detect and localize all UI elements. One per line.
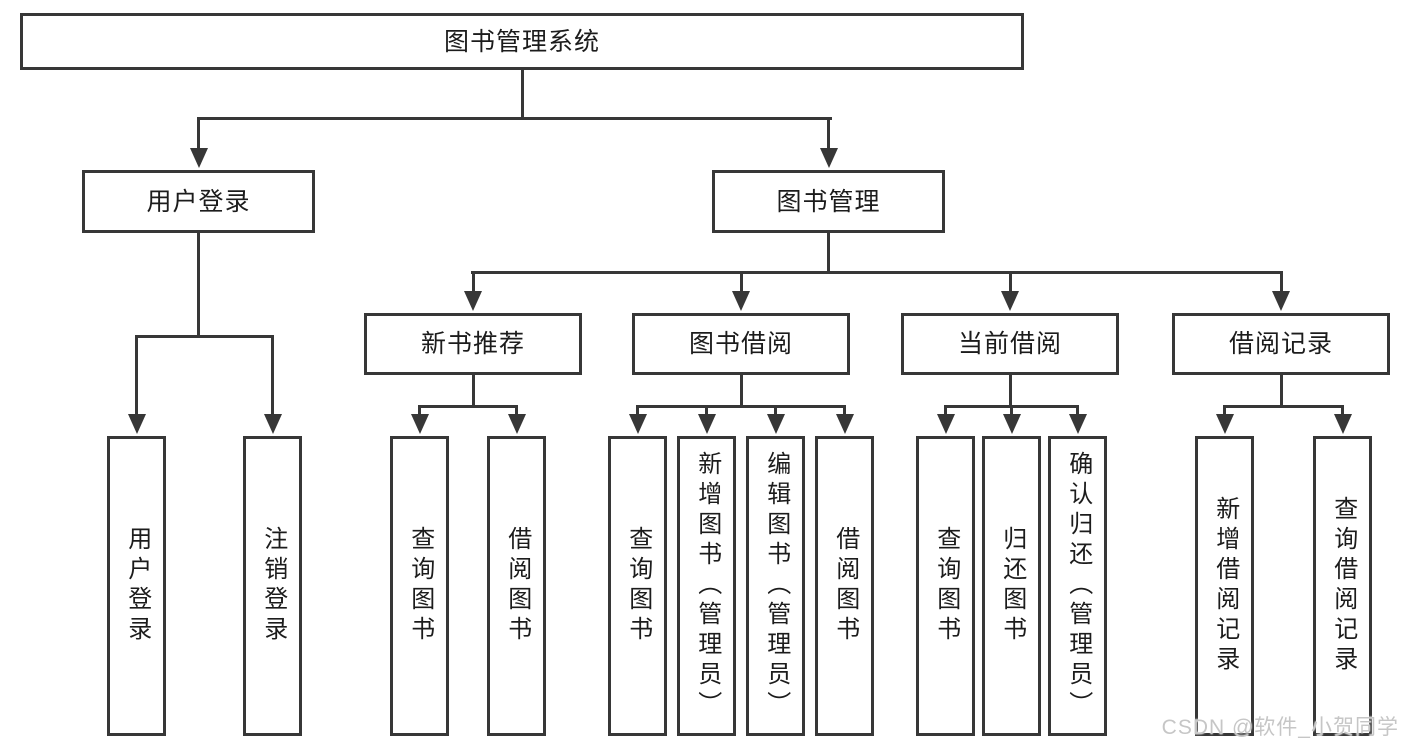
connector-line xyxy=(418,406,421,416)
leaf-borrow-books-newbook: 借阅图书 xyxy=(487,436,546,736)
connector-arrowhead xyxy=(127,414,146,434)
connector-arrowhead xyxy=(819,148,838,168)
connector-line xyxy=(520,70,524,120)
connector-line xyxy=(197,233,200,338)
leaf-edit-book-admin: 编辑图书（管理员） xyxy=(746,436,805,736)
leaf-user-login-label: 用户登录 xyxy=(123,526,151,646)
node-root-label: 图书管理系统 xyxy=(443,27,600,56)
connector-line xyxy=(944,406,947,416)
connector-arrowhead xyxy=(1333,414,1352,434)
leaf-add-borrow-record-label: 新增借阅记录 xyxy=(1211,496,1239,676)
leaf-query-books-current-label: 查询图书 xyxy=(932,526,960,646)
connector-line xyxy=(471,375,475,408)
connector-line xyxy=(135,334,274,338)
connector-arrowhead xyxy=(410,414,429,434)
leaf-confirm-return-admin: 确认归还（管理员） xyxy=(1048,436,1107,736)
node-user-login-label: 用户登录 xyxy=(146,187,251,216)
node-new-book-recommend-label: 新书推荐 xyxy=(420,330,525,358)
connector-line xyxy=(471,272,475,293)
leaf-logout-login-label: 注销登录 xyxy=(259,526,287,646)
connector-line xyxy=(705,406,708,416)
node-root: 图书管理系统 xyxy=(20,13,1024,70)
connector-line xyxy=(197,116,832,120)
connector-arrowhead xyxy=(189,148,208,168)
connector-arrowhead xyxy=(628,414,647,434)
connector-arrowhead xyxy=(263,414,282,434)
node-book-management: 图书管理 xyxy=(712,170,945,233)
node-new-book-recommend: 新书推荐 xyxy=(364,313,582,375)
leaf-add-book-admin-label: 新增图书（管理员） xyxy=(693,451,721,721)
leaf-logout-login: 注销登录 xyxy=(243,436,302,736)
leaf-query-books-newbook-label: 查询图书 xyxy=(406,526,434,646)
node-book-borrow-label: 图书借阅 xyxy=(688,330,793,358)
leaf-borrow-books-newbook-label: 借阅图书 xyxy=(503,526,531,646)
connector-line xyxy=(1223,406,1226,416)
node-book-borrow: 图书借阅 xyxy=(632,313,850,375)
connector-arrowhead xyxy=(464,291,482,311)
connector-arrowhead xyxy=(507,414,526,434)
connector-line xyxy=(739,272,743,293)
node-user-login: 用户登录 xyxy=(82,170,315,233)
leaf-add-borrow-record: 新增借阅记录 xyxy=(1195,436,1254,736)
leaf-query-books-current: 查询图书 xyxy=(916,436,975,736)
node-current-borrow-label: 当前借阅 xyxy=(957,330,1062,358)
connector-line xyxy=(515,406,518,416)
leaf-return-book-label: 归还图书 xyxy=(998,526,1026,646)
connector-line xyxy=(197,118,200,150)
connector-line xyxy=(827,233,830,274)
leaf-query-books-borrow: 查询图书 xyxy=(608,436,667,736)
leaf-query-borrow-record-label: 查询借阅记录 xyxy=(1329,496,1357,676)
connector-arrowhead xyxy=(1215,414,1234,434)
connector-line xyxy=(1279,272,1283,293)
connector-line xyxy=(843,406,846,416)
leaf-borrow-books-borrow: 借阅图书 xyxy=(815,436,874,736)
watermark-text: CSDN @软件_小贺同学 xyxy=(1161,716,1399,739)
connector-line xyxy=(271,336,274,416)
connector-arrowhead xyxy=(1001,291,1019,311)
connector-line xyxy=(739,375,743,408)
connector-arrowhead xyxy=(1272,291,1290,311)
leaf-return-book: 归还图书 xyxy=(982,436,1041,736)
connector-line xyxy=(636,406,639,416)
node-current-borrow: 当前借阅 xyxy=(901,313,1119,375)
connector-line xyxy=(1279,375,1283,408)
connector-arrowhead xyxy=(936,414,955,434)
connector-line xyxy=(1008,375,1012,408)
leaf-borrow-books-borrow-label: 借阅图书 xyxy=(831,526,859,646)
leaf-query-books-newbook: 查询图书 xyxy=(390,436,449,736)
leaf-add-book-admin: 新增图书（管理员） xyxy=(677,436,736,736)
connector-line xyxy=(827,118,830,150)
connector-line xyxy=(471,270,1283,274)
connector-line xyxy=(418,404,518,408)
connector-line xyxy=(1341,406,1344,416)
leaf-user-login: 用户登录 xyxy=(107,436,166,736)
leaf-confirm-return-admin-label: 确认归还（管理员） xyxy=(1064,451,1092,721)
leaf-query-books-borrow-label: 查询图书 xyxy=(624,526,652,646)
connector-arrowhead xyxy=(835,414,854,434)
leaf-query-borrow-record: 查询借阅记录 xyxy=(1313,436,1372,736)
connector-line xyxy=(1076,406,1079,416)
connector-arrowhead xyxy=(1002,414,1021,434)
node-book-management-label: 图书管理 xyxy=(776,187,881,216)
connector-arrowhead xyxy=(1068,414,1087,434)
node-borrow-records: 借阅记录 xyxy=(1172,313,1390,375)
connector-arrowhead xyxy=(732,291,750,311)
node-borrow-records-label: 借阅记录 xyxy=(1228,330,1333,358)
connector-line xyxy=(1008,272,1012,293)
connector-line xyxy=(636,404,846,408)
connector-line xyxy=(1223,404,1344,408)
connector-line xyxy=(774,406,777,416)
leaf-edit-book-admin-label: 编辑图书（管理员） xyxy=(762,451,790,721)
connector-line xyxy=(135,336,138,416)
connector-line xyxy=(1010,406,1013,416)
connector-arrowhead xyxy=(697,414,716,434)
connector-arrowhead xyxy=(766,414,785,434)
